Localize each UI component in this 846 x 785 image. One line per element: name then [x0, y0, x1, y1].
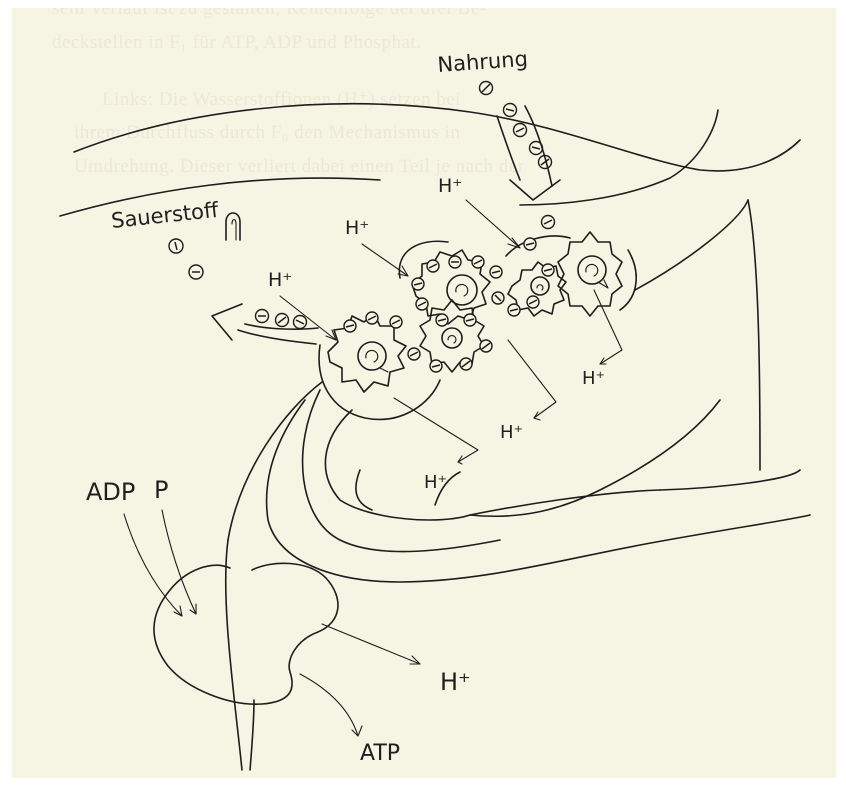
sauerstoff-tube: [226, 213, 240, 240]
h-plus-label: H⁺: [268, 269, 292, 291]
proton-arrows: [280, 200, 622, 464]
membrane-outer: [60, 104, 800, 470]
h-plus-label: H⁺: [424, 472, 447, 493]
sauerstoff-label: Sauerstoff: [110, 198, 220, 233]
protein-complex-2: [420, 300, 484, 372]
mitochondria-atp-sketch: Nahrung Sauerstoff H⁺ H⁺ H⁺ H⁺ H⁺ H⁺ ADP…: [12, 8, 836, 778]
h-plus-out-label: H⁺: [440, 668, 471, 696]
h-plus-label: H⁺: [438, 175, 462, 197]
h-plus-label: H⁺: [345, 217, 369, 239]
nahrung-label: Nahrung: [437, 47, 529, 77]
atp-synthase: [154, 563, 338, 770]
phosphate-label: P: [154, 476, 168, 504]
paper-sheet: sein Verlauf ist zu gestalten; Reihenfol…: [12, 8, 836, 778]
h-plus-label: H⁺: [500, 422, 523, 443]
h-plus-label: H⁺: [582, 368, 605, 389]
adp-label: ADP: [86, 478, 135, 506]
atp-label: ATP: [360, 741, 400, 766]
nahrung-arrow: [497, 106, 560, 200]
